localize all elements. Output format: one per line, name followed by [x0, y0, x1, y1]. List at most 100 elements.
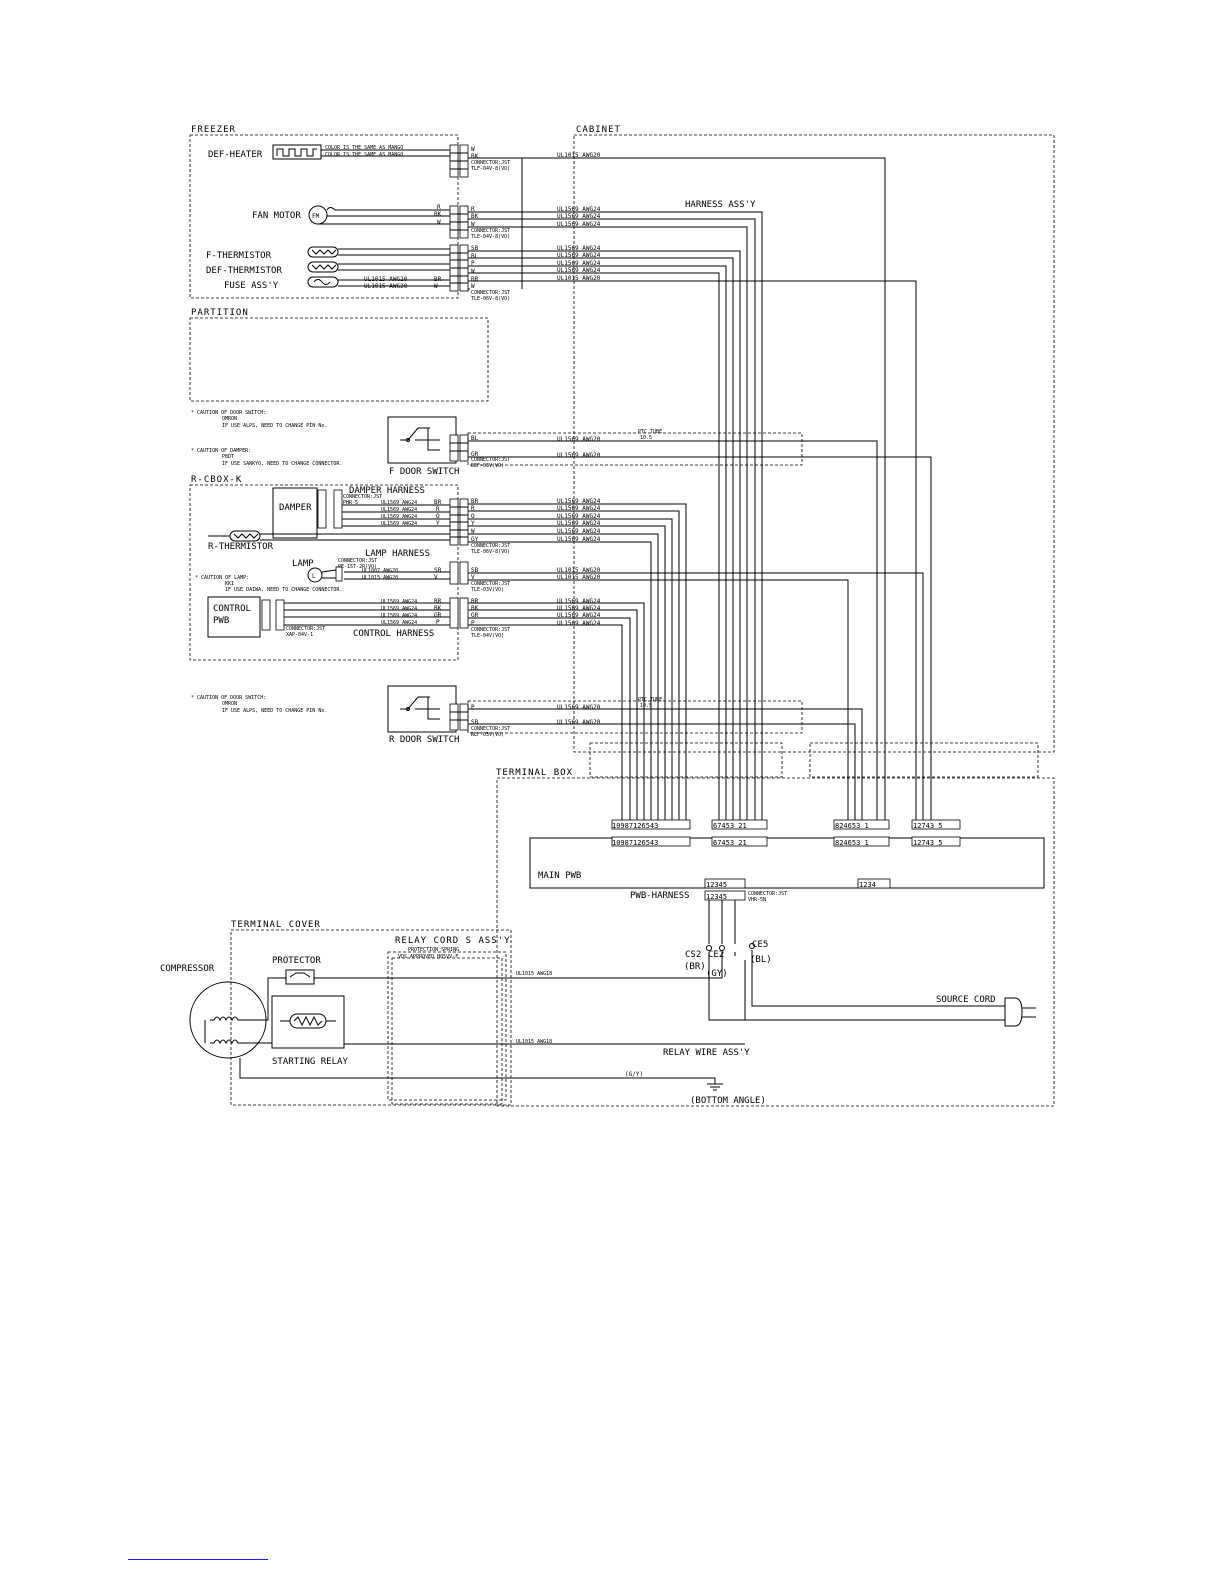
lamp-connector: [335, 561, 469, 585]
svg-text:W: W: [471, 528, 475, 535]
terminal-box-label: TERMINAL BOX: [496, 768, 573, 778]
heater-zigzag: [276, 148, 317, 157]
svg-text:UL1569 AWG24: UL1569 AWG24: [381, 620, 417, 626]
svg-text:SB: SB: [471, 245, 479, 252]
f-thermistor-label: F-THERMISTOR: [206, 251, 272, 261]
svg-text:UL1569 AWG24: UL1569 AWG24: [557, 620, 601, 627]
svg-text:Y: Y: [436, 520, 440, 527]
svg-text:12345: 12345: [706, 881, 727, 889]
svg-text:W: W: [471, 221, 475, 228]
svg-text:UL1569 AWG24: UL1569 AWG24: [557, 536, 601, 543]
svg-text:UL1015 AWG20: UL1015 AWG20: [362, 575, 398, 581]
svg-text:SB: SB: [471, 719, 479, 726]
footer-link-line: [128, 1559, 268, 1560]
starting-relay-label: STARTING RELAY: [272, 1057, 348, 1067]
pwb-aux-connector: [857, 878, 891, 889]
partition-label: PARTITION: [191, 308, 249, 318]
svg-text:UL1015 AWG20: UL1015 AWG20: [364, 276, 408, 283]
relay-cord-box: [387, 951, 507, 1101]
protector-label: PROTECTOR: [272, 956, 321, 966]
svg-text:CONNECTOR:JST: CONNECTOR:JST: [471, 543, 510, 549]
svg-text:UL1569 AWG20: UL1569 AWG20: [557, 704, 601, 711]
r-door-switch-label: R DOOR SWITCH: [389, 735, 459, 745]
control-pwb-label-1: CONTROL: [213, 604, 251, 614]
svg-text:UL1015 AWG18: UL1015 AWG18: [516, 1039, 552, 1045]
svg-text:824653 1: 824653 1: [835, 822, 869, 830]
svg-text:VHR-5N: VHR-5N: [748, 897, 766, 903]
svg-text:PTC TUBE: PTC TUBE: [638, 429, 662, 435]
svg-text:CONNECTOR:JST: CONNECTOR:JST: [471, 627, 510, 633]
terminal-cover-label: TERMINAL COVER: [231, 920, 321, 930]
svg-text:(BR): (BR): [684, 962, 706, 972]
svg-text:BL: BL: [471, 435, 479, 442]
pwb-connector-2: [711, 819, 768, 847]
freezer-connector-2: [449, 205, 469, 239]
svg-text:BK: BK: [471, 153, 479, 160]
svg-text:OMRON: OMRON: [222, 701, 237, 707]
svg-text:TLE-04V(VO): TLE-04V(VO): [471, 633, 504, 639]
svg-text:V: V: [471, 574, 475, 581]
svg-text:W: W: [437, 219, 441, 226]
f-thermistor-symbol: [307, 246, 339, 258]
svg-text:UL1569 AWG24: UL1569 AWG24: [381, 613, 417, 619]
svg-text:TLE-03V(VO): TLE-03V(VO): [471, 587, 504, 593]
svg-text:10.5: 10.5: [640, 435, 652, 441]
svg-text:P: P: [471, 704, 475, 711]
freezer-connector-1: [449, 144, 469, 178]
svg-text:BR: BR: [471, 276, 479, 283]
svg-text:UL1569 AWG24: UL1569 AWG24: [557, 528, 601, 535]
compressor-label: COMPRESSOR: [160, 964, 215, 974]
relay-cord-label: RELAY CORD S ASS'Y: [395, 936, 511, 946]
svg-text:W: W: [434, 283, 438, 290]
svg-text:UL1007 AWG20: UL1007 AWG20: [362, 568, 398, 574]
svg-text:W: W: [471, 268, 475, 275]
source-cord-plug: [1004, 997, 1023, 1027]
svg-text:RLF-03V(VO): RLF-03V(VO): [471, 732, 504, 738]
svg-text:12345: 12345: [706, 893, 727, 901]
svg-text:UL1569 AWG24: UL1569 AWG24: [557, 245, 601, 252]
relay-wire-assy-label: RELAY WIRE ASS'Y: [663, 1048, 750, 1058]
svg-text:R: R: [471, 505, 475, 512]
ptc-tube-2: [467, 700, 803, 734]
svg-text:67453 21: 67453 21: [713, 839, 747, 847]
def-heater-symbol: [272, 144, 322, 160]
svg-text:P: P: [436, 619, 440, 626]
svg-text:UL1569 AWG20: UL1569 AWG20: [557, 719, 601, 726]
svg-text:UL1015 AWG20: UL1015 AWG20: [557, 152, 601, 159]
svg-text:CE5: CE5: [752, 940, 768, 950]
damper-harness-label: DAMPER HARNESS: [349, 486, 425, 496]
pwb-connector-3: [833, 819, 890, 847]
svg-text:PTC TUBE: PTC TUBE: [638, 697, 662, 703]
svg-text:* CAUTION OF DAMPER:: * CAUTION OF DAMPER:: [191, 448, 251, 454]
def-thermistor-label: DEF-THERMISTOR: [206, 266, 282, 276]
svg-text:GY: GY: [471, 536, 479, 543]
svg-text:CONNECTOR:JST: CONNECTOR:JST: [343, 494, 382, 500]
pwb-connector-1: [611, 819, 691, 847]
control-connector: [261, 597, 469, 631]
svg-text:* CAUTION OF DOOR SWITCH:: * CAUTION OF DOOR SWITCH:: [191, 695, 266, 701]
svg-text:UL1569 AWG24: UL1569 AWG24: [557, 513, 601, 520]
svg-text:10987126543: 10987126543: [612, 822, 658, 830]
vds-approved: VDS APPROVED H05VV-F: [398, 954, 458, 960]
svg-text:CONNECTOR:JST: CONNECTOR:JST: [338, 558, 377, 564]
svg-text:L: L: [312, 573, 316, 580]
color-note-2: COLOR IS THE SAME AS MANGO: [325, 152, 403, 158]
svg-text:SB: SB: [434, 567, 442, 574]
lamp-harness-label: LAMP HARNESS: [365, 549, 430, 559]
freezer-connector-3: [449, 244, 469, 292]
svg-text:CONNECTOR:JST: CONNECTOR:JST: [471, 581, 510, 587]
fuse-assy-label: FUSE ASS'Y: [224, 281, 279, 291]
svg-text:UL1015 AWG20: UL1015 AWG20: [557, 567, 601, 574]
svg-text:67453 21: 67453 21: [713, 822, 747, 830]
rcbox-connector-1: [449, 498, 469, 546]
svg-text:TLE-06V-8(VO): TLE-06V-8(VO): [471, 549, 510, 555]
svg-text:TLE-06V-8(VO): TLE-06V-8(VO): [471, 296, 510, 302]
svg-text:UL1569 AWG24: UL1569 AWG24: [557, 612, 601, 619]
control-harness-label: CONTROL HARNESS: [353, 629, 434, 639]
svg-text:XAP-04V-1: XAP-04V-1: [286, 632, 313, 638]
ptc-tube-1: [467, 432, 803, 466]
svg-text:BR: BR: [434, 598, 442, 605]
svg-text:UL1569 AWG24: UL1569 AWG24: [381, 606, 417, 612]
svg-text:CONNECTOR:JST: CONNECTOR:JST: [471, 290, 510, 296]
svg-text:PHR-5: PHR-5: [343, 500, 358, 506]
